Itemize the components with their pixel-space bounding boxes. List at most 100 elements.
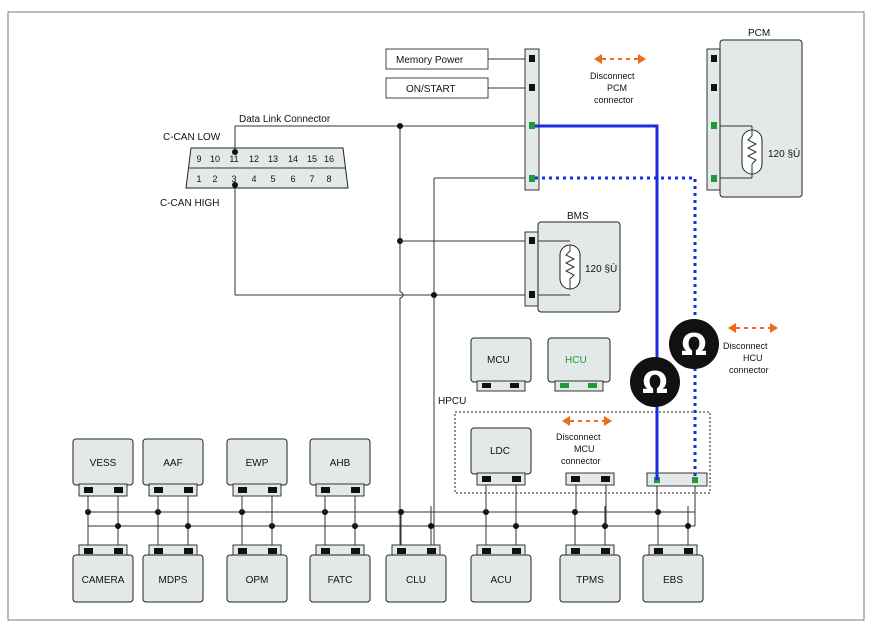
ohm-symbol: Ω (681, 328, 707, 363)
arrow-right-icon (638, 54, 646, 64)
pcm-note-line2: PCM (607, 83, 627, 93)
connector-pin (268, 548, 277, 554)
connector-pin (482, 476, 491, 482)
connector-pin (684, 548, 693, 554)
arrow-right-icon (604, 416, 612, 426)
dlc-pin-number: 1 (196, 174, 201, 184)
connector-pin (238, 487, 247, 493)
pcm-label: PCM (748, 28, 770, 39)
connector-pin (268, 487, 277, 493)
module-tpms (559, 554, 621, 603)
connector-pin-can-low (692, 477, 698, 483)
module-opm (226, 554, 288, 603)
mcu-note-line3: connector (561, 456, 601, 466)
dlc-pin-number: 9 (196, 154, 201, 164)
c-can-high-label: C-CAN HIGH (160, 198, 219, 209)
bus-lines (85, 485, 696, 545)
splice-dot (572, 509, 578, 515)
connector-pin (711, 55, 717, 62)
dlc-top-pin-row: 9 10 11 12 13 14 15 16 (196, 154, 334, 164)
connector-pin (529, 84, 535, 91)
splice-dot (397, 123, 403, 129)
connector-pin (512, 476, 521, 482)
pcm-harness-connector (524, 48, 540, 191)
connector-pin (601, 548, 610, 554)
connector-pin (154, 487, 163, 493)
module-ebs (642, 554, 704, 603)
module-label: TPMS (576, 575, 604, 586)
dlc-pin-number: 14 (288, 154, 298, 164)
hcu-note-line3: connector (729, 365, 769, 375)
mcu-label: MCU (487, 355, 510, 366)
connector-pin (397, 548, 406, 554)
connector-pin (321, 548, 330, 554)
pcm-module (719, 39, 803, 198)
connector-pin (482, 548, 491, 554)
connector-pin (601, 476, 610, 482)
module-mdps (142, 554, 204, 603)
memory-power-label: Memory Power (396, 55, 464, 66)
pcm-note-line1: Disconnect (590, 71, 635, 81)
bms-label: BMS (567, 211, 589, 222)
connector-pin (114, 548, 123, 554)
mcu-connector (476, 380, 526, 392)
hcu-note-line1: Disconnect (723, 341, 768, 351)
dlc-label: Data Link Connector (239, 114, 331, 125)
splice-dot (602, 523, 608, 529)
connector-pin (427, 548, 436, 554)
connector-pin (114, 487, 123, 493)
resistor-icon (564, 245, 576, 289)
wire-crossover (399, 291, 404, 299)
connector-pin (184, 487, 193, 493)
connector-pin (529, 55, 535, 62)
module-label: EWP (246, 458, 269, 469)
module-camera (72, 554, 134, 603)
arrow-right-icon (770, 323, 778, 333)
hpcu-label: HPCU (438, 396, 466, 407)
dlc-pin-number: 13 (268, 154, 278, 164)
connector-pin (184, 548, 193, 554)
connector-pin (510, 383, 519, 388)
dlc-pin-number: 5 (270, 174, 275, 184)
dlc-pin-number: 3 (231, 174, 236, 184)
dlc-pin-number: 4 (251, 174, 256, 184)
splice-dot (398, 509, 404, 515)
dlc-pin-number: 11 (229, 154, 238, 164)
ohm-symbol: Ω (642, 366, 668, 401)
arrow-left-icon (562, 416, 570, 426)
on-start-label: ON/START (406, 84, 456, 95)
arrow-left-icon (728, 323, 736, 333)
connector-pin (482, 383, 491, 388)
module-label: AHB (330, 458, 351, 469)
connector-pin-can-high (529, 122, 535, 129)
splice-dot (655, 509, 661, 515)
dlc-pin-number: 8 (326, 174, 331, 184)
connector-pin (711, 84, 717, 91)
arrow-left-icon (594, 54, 602, 64)
splice-dot (431, 292, 437, 298)
module-acu (470, 554, 532, 603)
hcu-note-line2: HCU (743, 353, 763, 363)
ohmmeter-icon (630, 357, 680, 407)
hcu-connector (554, 380, 604, 392)
resistor-icon (746, 135, 758, 165)
dlc-pin-number: 10 (210, 154, 220, 164)
dlc-pin-number: 12 (249, 154, 259, 164)
connector-pin (711, 175, 717, 182)
c-can-low-label: C-CAN LOW (163, 132, 221, 143)
dlc-pin-number: 6 (290, 174, 295, 184)
connector-pin (512, 548, 521, 554)
ohmmeter-icon (669, 319, 719, 369)
connector-pin (84, 487, 93, 493)
mcu-note-line2: MCU (574, 444, 595, 454)
pcm-note-line3: connector (594, 95, 634, 105)
connector-pin (588, 383, 597, 388)
module-label: CLU (406, 575, 426, 586)
dlc-pin-number: 16 (324, 154, 334, 164)
dlc-pin-number: 15 (307, 154, 317, 164)
splice-dot (428, 523, 434, 529)
